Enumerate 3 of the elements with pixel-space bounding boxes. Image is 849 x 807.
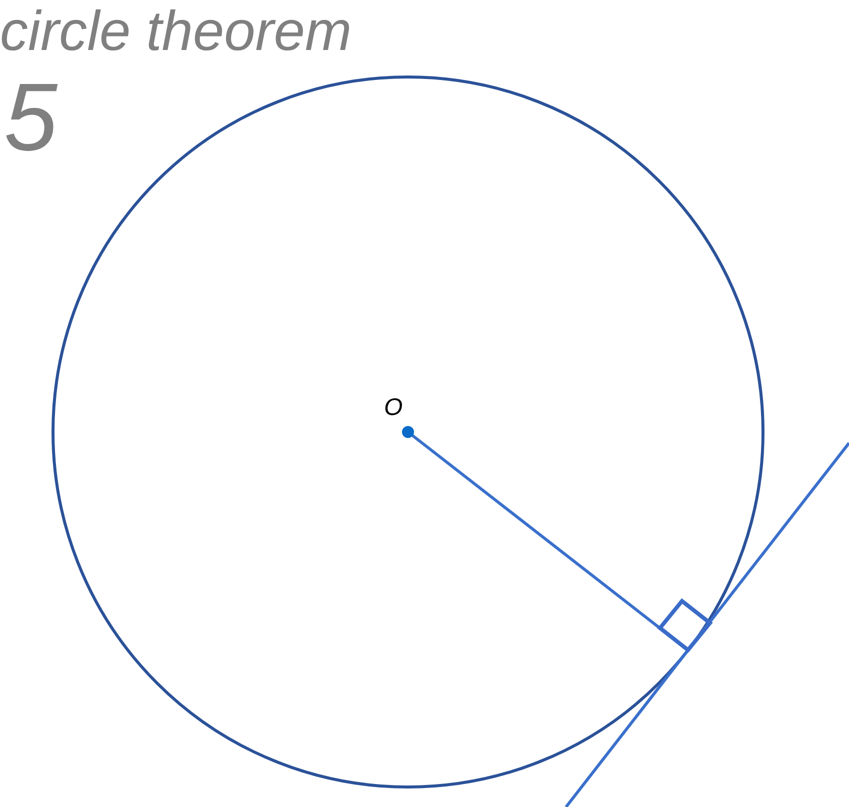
theorem-number: 5 [4, 70, 58, 166]
point-label: O [384, 396, 403, 420]
title: circle theorem [0, 0, 352, 62]
